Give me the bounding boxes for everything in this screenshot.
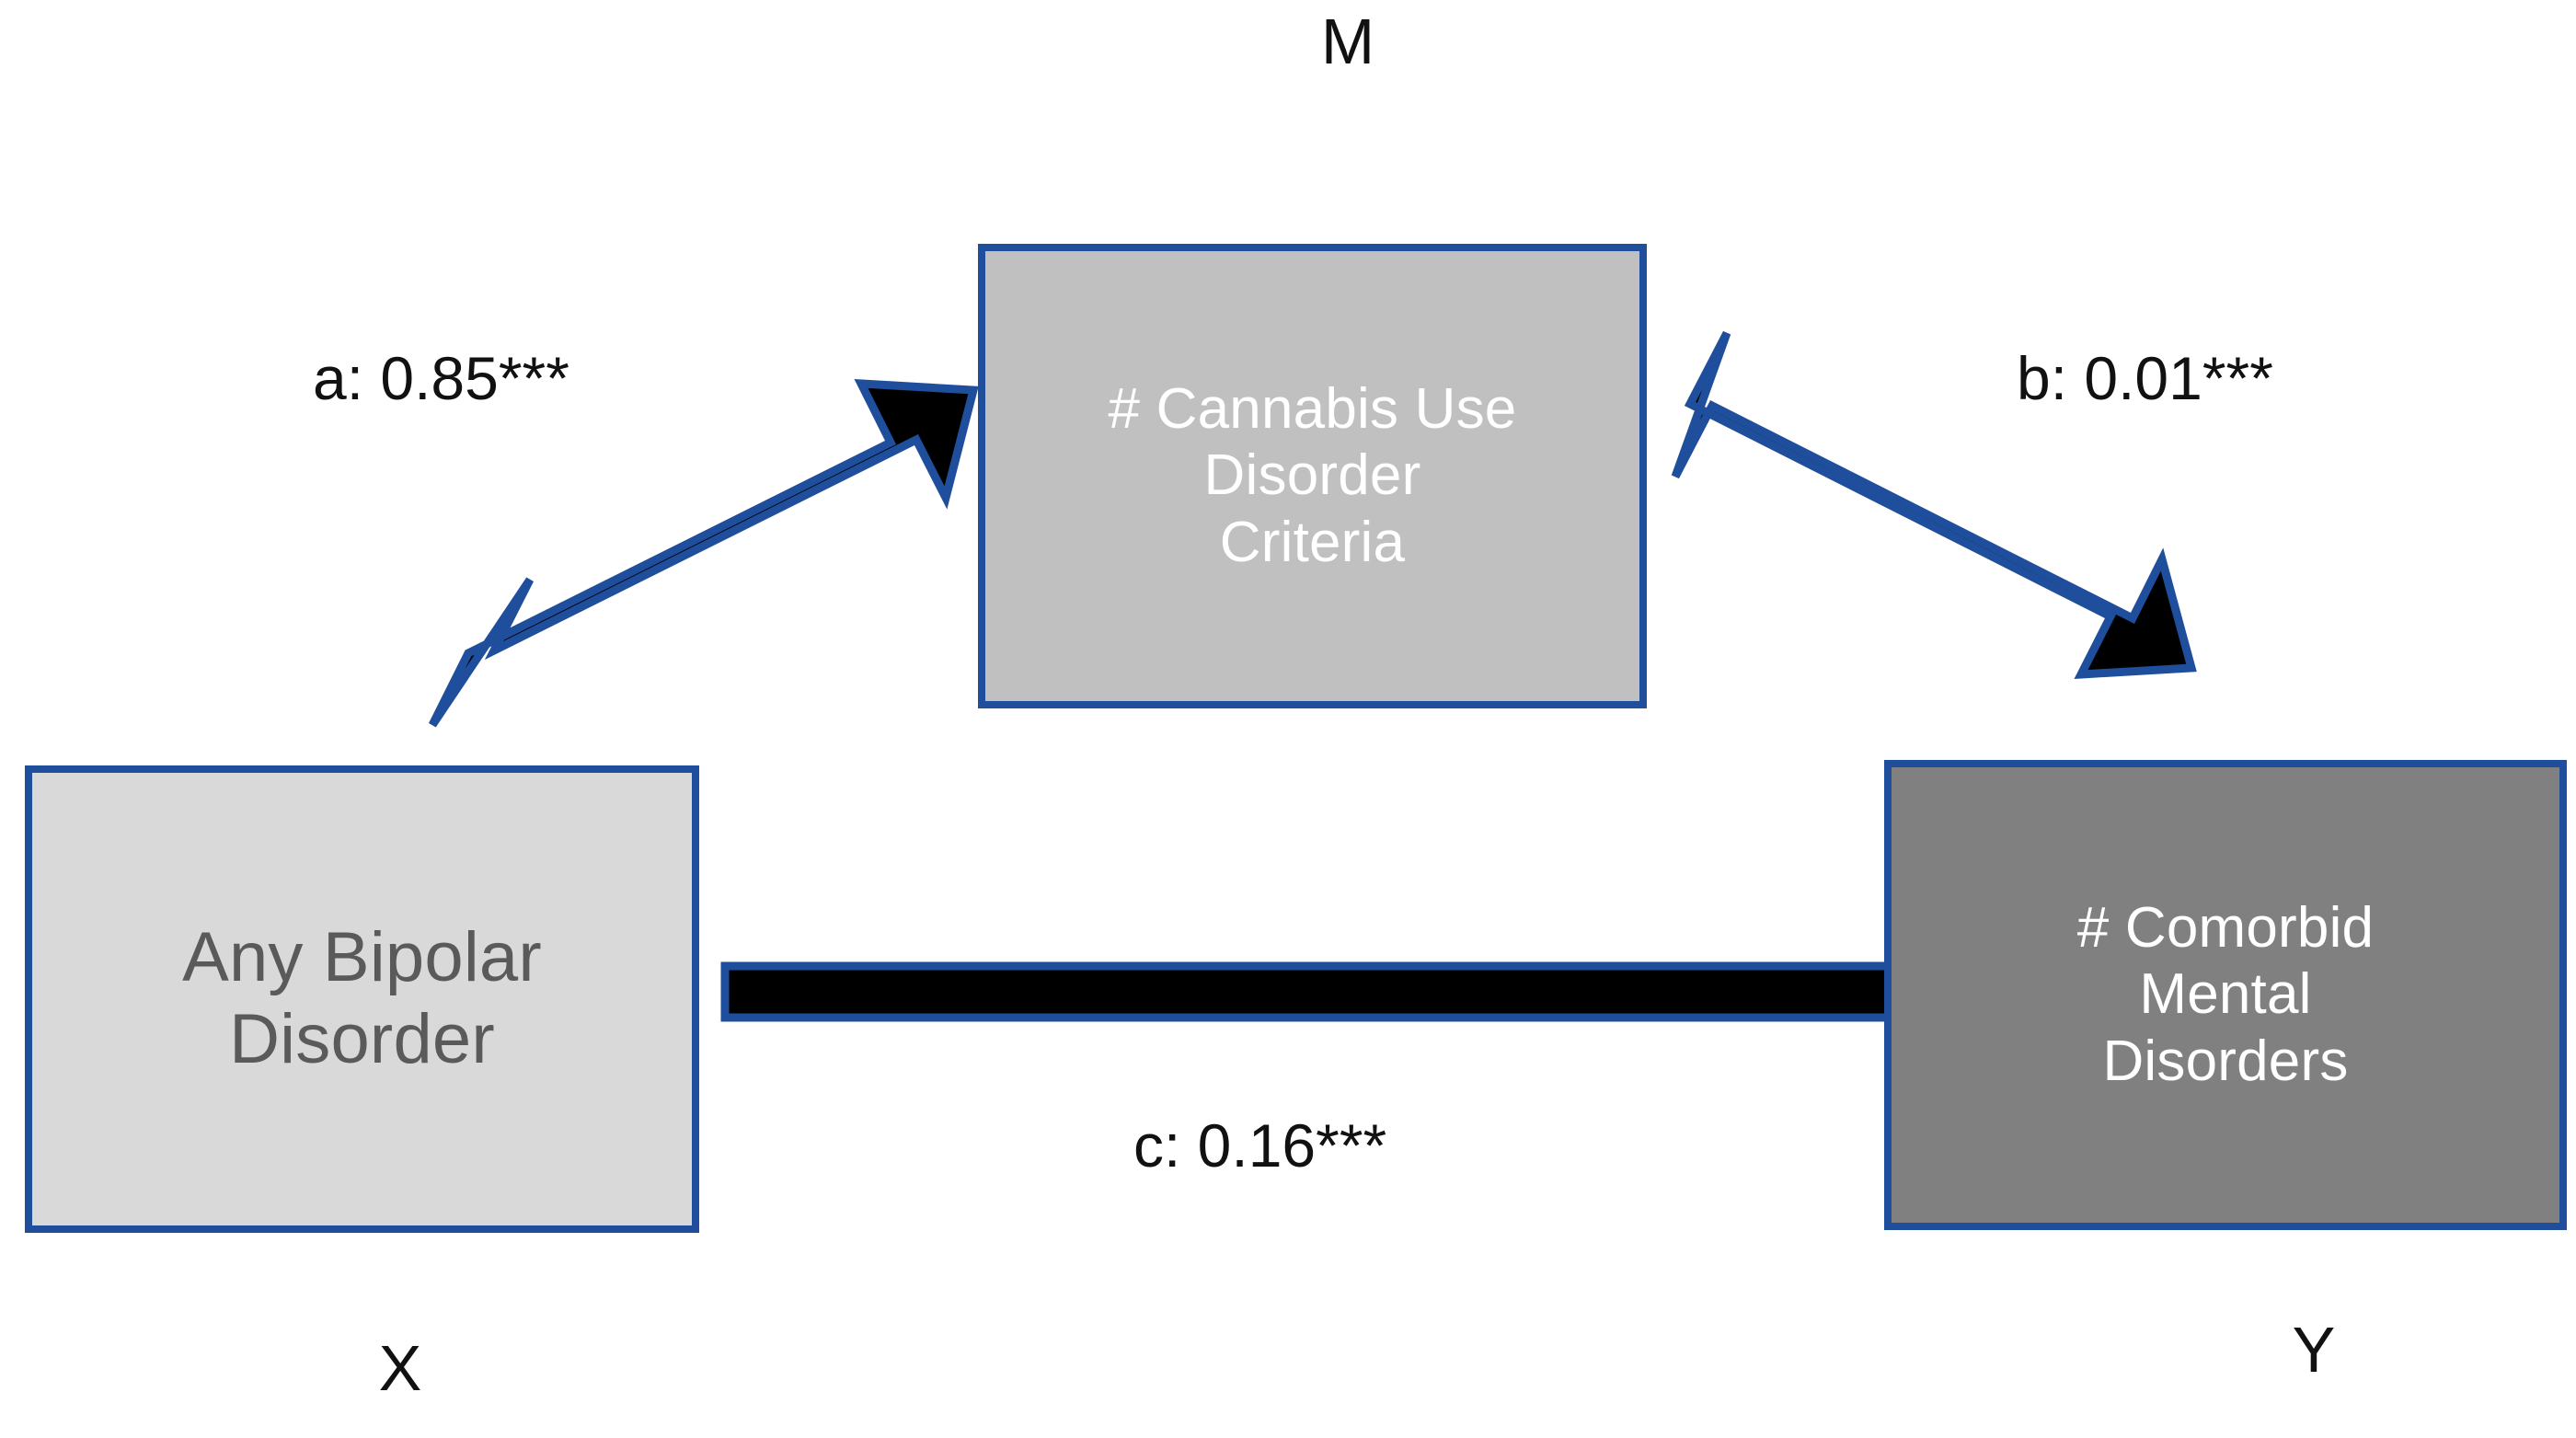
path-label-b: b: 0.01*** xyxy=(2017,344,2273,412)
path-a-arrow xyxy=(428,379,979,728)
path-label-c: c: 0.16*** xyxy=(1133,1111,1387,1179)
role-letter-x: X xyxy=(378,1332,422,1404)
role-letter-m: M xyxy=(1320,6,1375,77)
node-box-m[interactable]: # Cannabis Use Disorder Criteria xyxy=(978,244,1647,708)
node-box-x[interactable]: Any Bipolar Disorder xyxy=(25,765,699,1233)
node-label-y: # Comorbid Mental Disorders xyxy=(2076,895,2375,1093)
role-letter-y: Y xyxy=(2292,1314,2336,1386)
node-label-x: Any Bipolar Disorder xyxy=(182,918,542,1078)
node-label-m: # Cannabis Use Disorder Criteria xyxy=(1108,376,1517,574)
node-box-y[interactable]: # Comorbid Mental Disorders xyxy=(1884,760,2567,1230)
path-label-a: a: 0.85*** xyxy=(313,344,569,412)
